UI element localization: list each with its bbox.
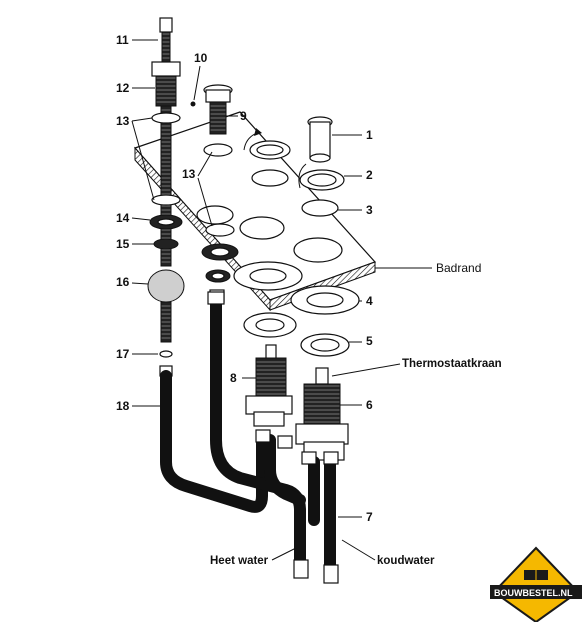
callout-5: 5	[349, 334, 373, 348]
heet-water-label: Heet water	[210, 547, 297, 567]
callout-7: 7	[338, 510, 373, 524]
part-2-nut	[249, 140, 345, 191]
part-3-ring	[251, 169, 339, 217]
callout-8: 8	[230, 371, 256, 385]
callout-12: 12	[116, 81, 155, 95]
callout-13-middle: 13	[182, 151, 213, 227]
svg-text:15: 15	[116, 237, 130, 251]
svg-text:12: 12	[116, 81, 130, 95]
part-10-dot	[190, 101, 196, 107]
part-9-connector	[203, 84, 233, 135]
callout-2: 2	[344, 168, 373, 182]
svg-text:Thermostaatkraan: Thermostaatkraan	[402, 358, 502, 370]
rotate-arrow-right	[298, 163, 307, 189]
svg-text:BOUWBESTEL.NL: BOUWBESTEL.NL	[494, 588, 573, 598]
callout-1: 1	[332, 128, 373, 142]
hose-fittings	[207, 291, 339, 584]
bouwbestel-logo: BOUWBESTEL.NL	[490, 546, 582, 622]
svg-text:8: 8	[230, 371, 237, 385]
shower-riser	[147, 17, 185, 377]
svg-text:9: 9	[240, 109, 247, 123]
callout-16: 16	[116, 275, 149, 289]
svg-text:13: 13	[182, 167, 196, 181]
svg-text:13: 13	[116, 114, 130, 128]
svg-text:5: 5	[366, 334, 373, 348]
callout-10: 10	[193, 51, 208, 101]
svg-text:1: 1	[366, 128, 373, 142]
callout-17: 17	[116, 347, 158, 361]
callout-15: 15	[116, 237, 154, 251]
svg-text:10: 10	[194, 51, 208, 65]
hoses	[160, 296, 336, 571]
part-8-body	[245, 344, 293, 427]
svg-text:11: 11	[116, 33, 129, 47]
callout-9: 9	[226, 109, 247, 123]
rim-gaskets	[233, 261, 360, 357]
callout-4: 4	[359, 294, 373, 308]
svg-text:17: 17	[116, 347, 130, 361]
svg-text:6: 6	[366, 398, 373, 412]
svg-text:18: 18	[116, 399, 130, 413]
svg-text:2: 2	[366, 168, 373, 182]
part-1-cap	[307, 116, 333, 163]
callout-18: 18	[116, 399, 160, 413]
callout-11: 11	[116, 33, 158, 47]
callout-13-left: 13	[116, 114, 155, 201]
svg-text:koudwater: koudwater	[377, 555, 435, 567]
koudwater-label: koudwater	[341, 539, 435, 567]
svg-text:16: 16	[116, 275, 130, 289]
middle-stack	[201, 143, 239, 303]
svg-text:Heet water: Heet water	[210, 555, 269, 567]
svg-text:14: 14	[116, 211, 130, 225]
svg-text:4: 4	[366, 294, 373, 308]
callout-6: 6	[340, 398, 373, 412]
badrand-label: Badrand	[375, 261, 481, 275]
svg-text:3: 3	[366, 203, 373, 217]
svg-text:7: 7	[366, 510, 373, 524]
callout-3: 3	[338, 203, 373, 217]
thermostaatkraan-label: Thermostaatkraan	[331, 358, 502, 377]
callout-14: 14	[116, 211, 151, 225]
part-6-thermostat	[295, 367, 349, 461]
svg-text:Badrand: Badrand	[436, 261, 481, 275]
logo-banner	[490, 585, 582, 599]
